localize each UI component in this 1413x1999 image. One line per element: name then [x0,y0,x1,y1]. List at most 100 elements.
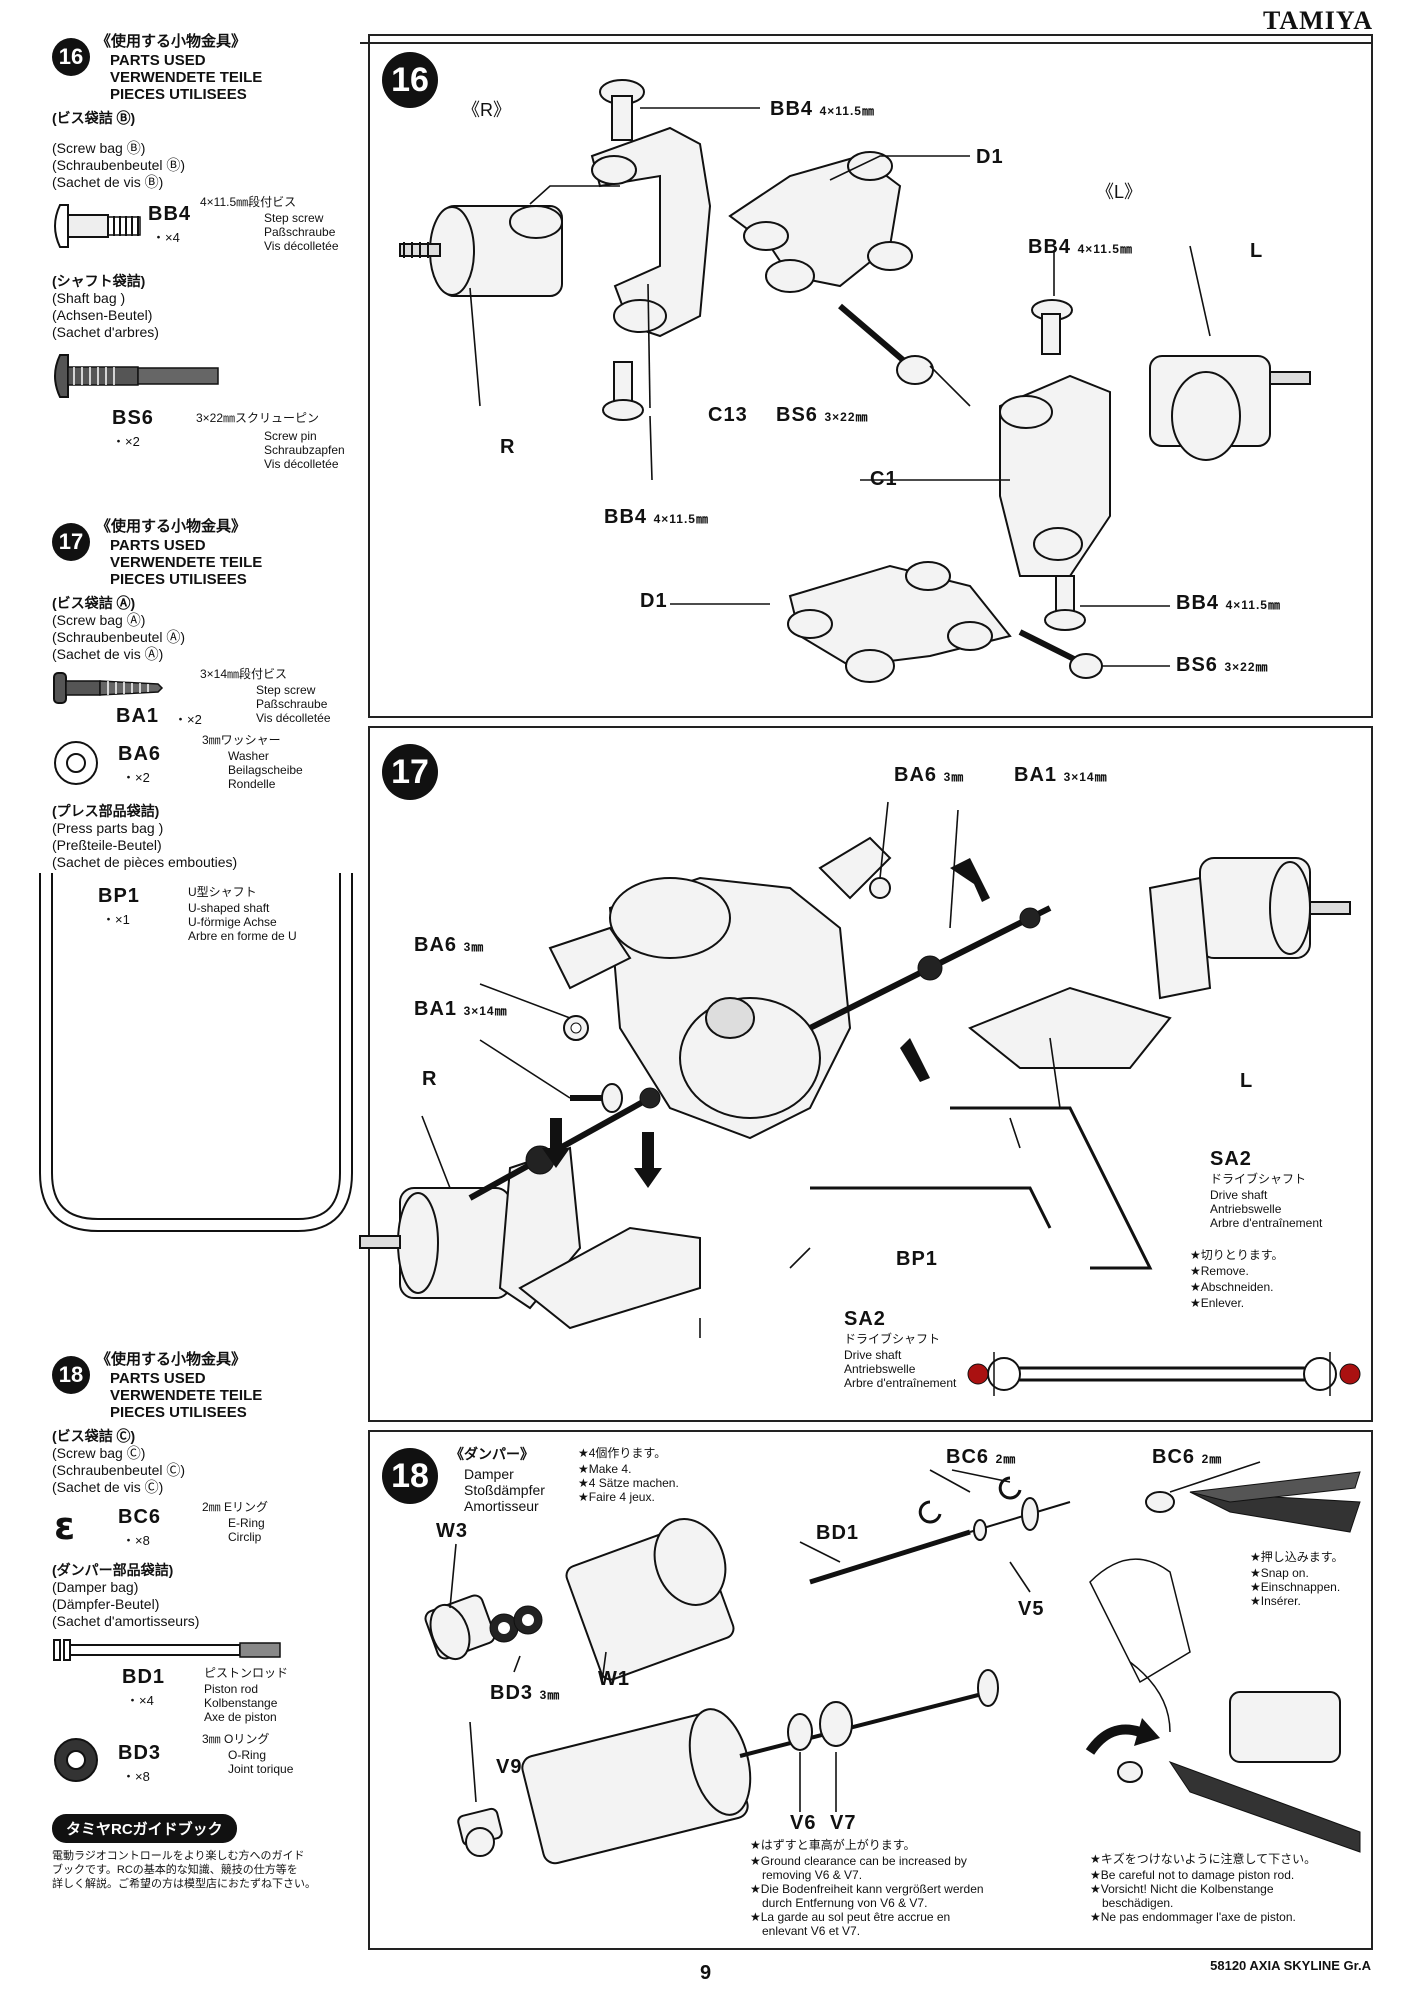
step16-bb4-left-size: 4×11.5㎜ [1077,242,1133,256]
pliers-snap-part [1089,1471,1361,1733]
step18-w1-label: W1 [598,1668,630,1690]
sidebar-press-l2: (Preßteile-Beutel) [52,837,162,853]
l-lower-arm-part [968,986,1172,1069]
bb4-screw-left-top-part [1031,299,1073,355]
step18-damper-en: Damper [464,1466,514,1482]
bs6-desc3: Vis décolletée [264,457,339,471]
step18-snap-fr: ★Insérer. [1250,1594,1301,1608]
step17-ba6-top-size: 3㎜ [943,770,965,784]
brand-logo: TAMIYA [1262,6,1373,35]
step17-cut-jp: ★切りとります。 [1190,1248,1284,1262]
sidebar-step18-en1: PARTS USED [110,1370,206,1387]
step16-bs6-bottom-code: BS6 [1176,654,1218,676]
bd3-oring-icon [54,1738,98,1782]
w1-damper-body-part [565,1518,735,1681]
sidebar-shaft-l2: (Achsen-Beutel) [52,307,153,323]
step16-c13-label: C13 [708,404,748,426]
step18-gc-de2: durch Entfernung von V6 & V7. [762,1896,928,1910]
ba6-washer-part [563,877,891,1041]
step18-make-jp: ★4個作ります。 [578,1446,667,1460]
step18-care-de1: ★Vorsicht! Nicht die Kolbenstange [1090,1882,1274,1896]
step17-l-label: L [1240,1070,1254,1092]
step18-v5-label: V5 [1018,1598,1045,1620]
step17-cut-fr: ★Enlever. [1190,1296,1245,1310]
bc6-qty: ・×8 [122,1533,150,1548]
step18-v6-label: V6 [790,1812,817,1834]
bb4-desc2: Paßschraube [264,225,336,239]
step17-cut-en: ★Remove. [1190,1264,1249,1278]
bs6-code: BS6 [112,407,154,429]
guidebook-line3: 詳しく解説。ご希望の方は模型店におたずね下さい。 [52,1878,316,1890]
sidebar-step18-bag-l1: (Screw bag Ⓒ) [52,1445,146,1461]
step18-v9-label: V9 [496,1756,523,1778]
step17-sa2-d2-bottom: Antriebswelle [844,1362,916,1376]
bb4-screw-icon [54,204,141,248]
ba1-code: BA1 [116,705,160,727]
bd1-desc1: Piston rod [204,1682,259,1696]
step16-bb4-right-size: 4×11.5㎜ [1225,598,1281,612]
sidebar-step17-en2: VERWENDETE TEILE [110,554,263,571]
step18-gc-fr2: enlevant V6 et V7. [762,1924,861,1938]
bb4-size: 4×11.5㎜段付ビス [200,195,297,209]
bp1-u-shaft-icon [39,873,353,1232]
step17-ba6-top-code: BA6 [894,764,938,786]
bd3-qty: ・×8 [122,1769,150,1784]
w3-cap-part [424,1594,496,1661]
step16-bb4-left-code: BB4 [1028,236,1072,258]
r-lower-arm-part [518,1226,701,1330]
insert-arrows-icon [542,858,990,1188]
bb4-code: BB4 [148,203,192,225]
ba6-desc2: Beilagscheibe [228,763,303,777]
step18-v7-label: V7 [830,1812,857,1834]
sidebar-damper-l2: (Dämpfer-Beutel) [52,1596,160,1612]
step18-gc-fr1: ★La garde au sol peut être accrue en [750,1910,951,1924]
ba6-desc1: Washer [228,749,269,763]
top-rule [360,42,1373,44]
bp1-code: BP1 [98,885,140,907]
bs6-pin-left-part [1018,629,1103,679]
bd1-piston-rod-icon [53,1639,281,1661]
ba1-desc3: Vis décolletée [256,711,331,725]
bc6-size: 2㎜ Eリング [202,1500,269,1514]
step18-gc-en1: ★Ground clearance can be increased by [750,1854,967,1868]
step17-panel: 17 [359,726,1373,1422]
sidebar-step18-bag-l3: (Sachet de vis Ⓒ) [52,1479,164,1495]
ba1-qty: ・×2 [174,712,202,727]
step18-bd3-code: BD3 [490,1682,534,1704]
sidebar-shaft-l1: (Shaft bag ) [52,290,126,306]
sidebar-step16: 16 《使用する小物金具》 PARTS USED VERWENDETE TEIL… [52,30,362,471]
bb4-screw-left-bottom-part [1044,575,1086,631]
step16-bs6-label-bottom: BS6 3×22㎜ [1176,654,1269,677]
bb4-screw-top-part [599,79,645,141]
sidebar-step17-en1: PARTS USED [110,537,206,554]
sidebar-step16-bag-l2: (Schraubenbeutel Ⓑ) [52,157,186,173]
step17-bp1-label: BP1 [896,1248,938,1270]
sidebar-damper-l3: (Sachet d'amortisseurs) [52,1613,200,1629]
sidebar-shaft-jp: (シャフト袋詰) [52,273,146,289]
bd1-piston-rod-part [809,1497,1071,1585]
lower-damper-assembly-part [457,1669,999,1865]
sidebar-shaft-l3: (Sachet d'arbres) [52,324,159,340]
step17-sa2-d3-right: Arbre d'entraînement [1210,1216,1323,1230]
bd3-orings-part [489,1605,543,1643]
step18-care-de2: beschädigen. [1102,1896,1174,1910]
bd1-qty: ・×4 [126,1693,154,1708]
step16-bs6-right-code: BS6 [776,404,818,426]
step16-bb4-label-right: BB4 4×11.5㎜ [1176,592,1281,615]
model-name: 58120 AXIA SKYLINE Gr.A [1210,1958,1371,1973]
step16-bb4-label-bottom: BB4 4×11.5㎜ [604,506,709,529]
step16-diagram [399,79,1311,683]
step16-number: 16 [382,52,438,108]
step17-cut-de: ★Abschneiden. [1190,1280,1274,1294]
sidebar-step17-jp: 《使用する小物金具》 [96,518,247,535]
step18-care-jp: ★キズをつけないように注意して下さい。 [1090,1852,1317,1866]
sidebar-step16-en2: VERWENDETE TEILE [110,69,263,86]
sidebar-step16-bag-l1: (Screw bag Ⓑ) [52,140,146,156]
guidebook-badge: タミヤRCガイドブック [52,1814,237,1843]
sidebar-step16-en3: PIECES UTILISEES [110,86,247,103]
step18-bc6-mid-code: BC6 [946,1446,990,1468]
bd3-code: BD3 [118,1742,162,1764]
bs6-qty: ・×2 [112,434,140,449]
step16-d1-label-top: D1 [976,146,1004,168]
ba1-screw-part [570,1083,623,1113]
